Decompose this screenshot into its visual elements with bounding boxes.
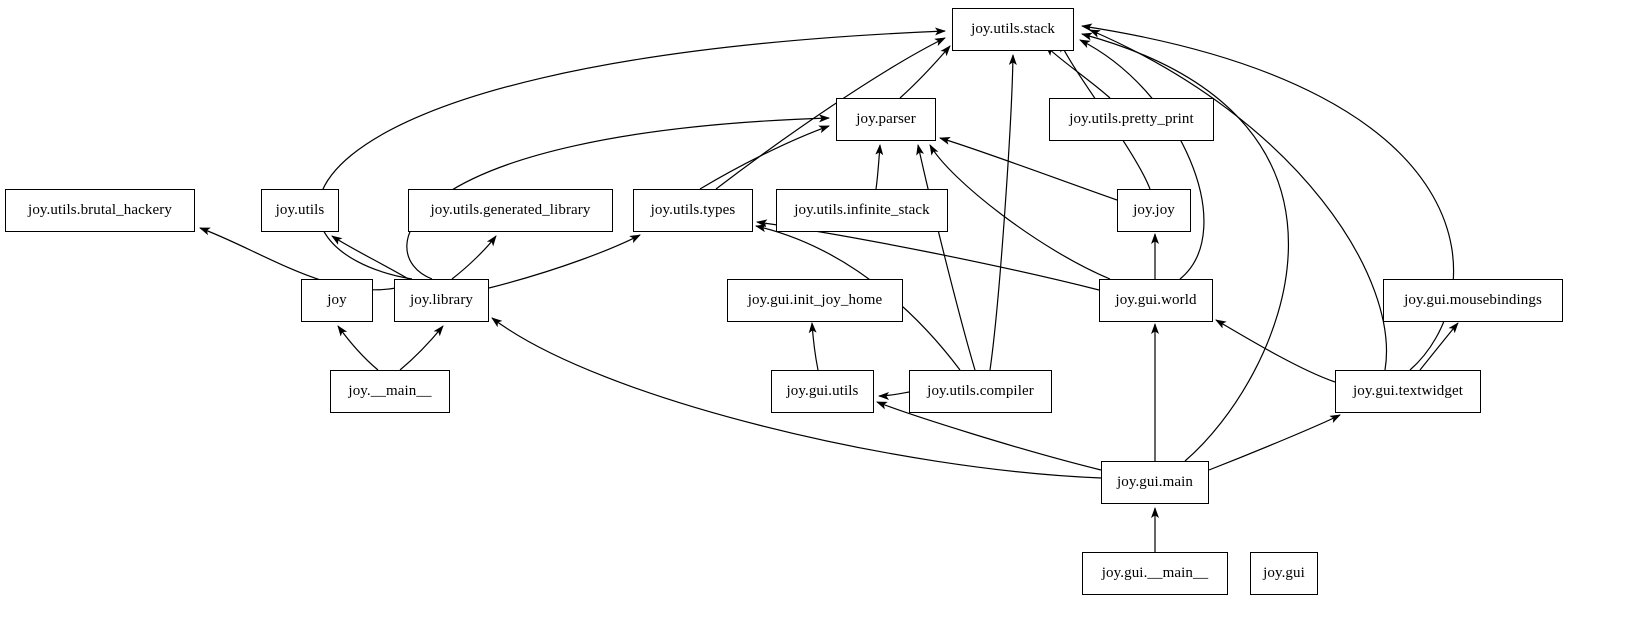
graph-node-label: joy.__main__	[348, 383, 432, 399]
graph-node-joy-gui-init-joy-home[interactable]: joy.gui.init_joy_home	[727, 279, 903, 322]
graph-edge-joy-library-to-joy-utils-types	[488, 234, 641, 289]
graph-node-joy-gui-main[interactable]: joy.gui.main	[1101, 461, 1209, 504]
graph-node-label: joy.utils.infinite_stack	[794, 202, 930, 218]
graph-edge-joy-gui-world-to-joy-parser	[929, 144, 1111, 280]
graph-node-label: joy	[327, 292, 347, 308]
graph-edge-joy-utils-compiler-to-joy-gui-utils	[878, 391, 910, 400]
graph-node-joy-library[interactable]: joy.library	[394, 279, 489, 322]
graph-node-label: joy.gui.world	[1115, 292, 1197, 308]
graph-edge-joy-library-to-joy-utils-generated-library	[451, 235, 497, 280]
graph-node-joy-main[interactable]: joy.__main__	[330, 370, 450, 413]
graph-node-label: joy.gui.utils	[786, 383, 859, 399]
graph-node-joy-utils-pretty-print[interactable]: joy.utils.pretty_print	[1049, 98, 1214, 141]
graph-edge-joy-utils-types-to-joy-parser	[699, 125, 830, 190]
graph-edge-joy-parser-to-joy-utils-stack	[899, 45, 951, 99]
graph-node-joy-utils-generated-library[interactable]: joy.utils.generated_library	[408, 189, 613, 232]
graph-edge-joy-utils-compiler-to-joy-utils-stack	[989, 54, 1017, 371]
graph-node-joy-gui-world[interactable]: joy.gui.world	[1099, 279, 1213, 322]
graph-node-joy-gui-utils[interactable]: joy.gui.utils	[771, 370, 874, 413]
graph-edge-joy-main--to-joy	[337, 325, 379, 371]
graph-node-joy-gui[interactable]: joy.gui	[1250, 552, 1318, 595]
graph-node-joy[interactable]: joy	[301, 279, 373, 322]
graph-node-label: joy.library	[409, 292, 474, 308]
graph-edge-joy-library-to-joy-utils-stack	[317, 27, 946, 280]
graph-node-label: joy.gui	[1263, 565, 1305, 581]
graph-edge-joy-gui-textwidget-to-joy-gui-mousebindings	[1419, 322, 1459, 371]
graph-edge-joy-library-to-joy-utils	[331, 235, 413, 282]
graph-node-label: joy.gui.__main__	[1101, 565, 1209, 581]
graph-node-label: joy.utils.stack	[971, 21, 1055, 37]
graph-node-label: joy.gui.mousebindings	[1404, 292, 1542, 308]
graph-edge-joy-main--to-joy-library	[399, 325, 444, 371]
graph-node-label: joy.gui.main	[1116, 474, 1194, 490]
graph-node-joy-utils-brutal-hackery[interactable]: joy.utils.brutal_hackery	[5, 189, 195, 232]
graph-node-label: joy.joy	[1133, 202, 1175, 218]
graph-node-joy-parser[interactable]: joy.parser	[836, 98, 936, 141]
graph-edge-joy-utils-infinite-stack-to-joy-parser	[875, 144, 884, 190]
graph-node-joy-utils-types[interactable]: joy.utils.types	[633, 189, 753, 232]
graph-edge-joy-joy-to-joy-parser	[939, 137, 1118, 201]
graph-node-joy-utils-stack[interactable]: joy.utils.stack	[952, 8, 1074, 51]
graph-node-label: joy.utils.types	[650, 202, 736, 218]
graph-edge-joy-utils-compiler-to-joy-parser	[916, 144, 976, 371]
graph-node-joy-gui-mousebindings[interactable]: joy.gui.mousebindings	[1383, 279, 1563, 322]
graph-node-joy-utils-compiler[interactable]: joy.utils.compiler	[909, 370, 1052, 413]
graph-node-label: joy.utils.brutal_hackery	[28, 202, 172, 218]
graph-edge-joy-gui-utils-to-joy-gui-init-joy-home	[808, 322, 819, 371]
graph-node-label: joy.gui.init_joy_home	[747, 292, 883, 308]
graph-edge-joy-utils-pretty-print-to-joy-utils-stack	[1045, 45, 1111, 99]
graph-edge-joy-gui-textwidget-to-joy-gui-world	[1215, 319, 1336, 383]
graph-node-label: joy.parser	[856, 111, 916, 127]
graph-node-joy-gui-textwidget[interactable]: joy.gui.textwidget	[1335, 370, 1481, 413]
graph-edge-joy-gui-world-to-joy-utils-stack	[1079, 39, 1205, 280]
graph-node-label: joy.gui.textwidget	[1353, 383, 1463, 399]
graph-node-label: joy.utils.compiler	[927, 383, 1034, 399]
graph-node-joy-utils-infinite-stack[interactable]: joy.utils.infinite_stack	[776, 189, 948, 232]
graph-node-joy-joy[interactable]: joy.joy	[1117, 189, 1191, 232]
graph-node-joy-utils[interactable]: joy.utils	[261, 189, 339, 232]
graph-node-label: joy.utils.generated_library	[430, 202, 591, 218]
graph-node-label: joy.utils.pretty_print	[1069, 111, 1194, 127]
graph-node-joy-gui-main[interactable]: joy.gui.__main__	[1082, 552, 1228, 595]
graph-node-label: joy.utils	[275, 202, 325, 218]
graph-edge-joy-gui-main-to-joy-gui-textwidget	[1208, 414, 1341, 471]
